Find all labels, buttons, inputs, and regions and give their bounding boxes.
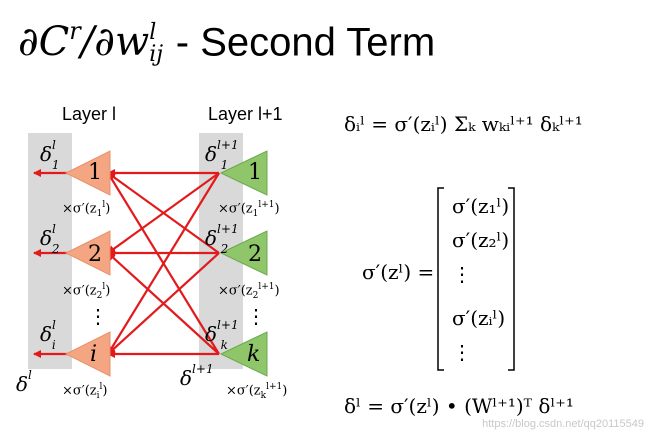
left-node-2 [64,230,111,276]
right-node-1-label: 1 [248,160,262,185]
left-vdots: ⋮ [88,304,108,328]
connection-edges [33,169,220,358]
edge-right2-to-left1 [107,172,220,254]
left-node-2-label: 2 [88,242,102,267]
right-delta-1: δl+11 [205,138,239,172]
right-multiplier-k: ×σ′(zkl+1) [226,382,288,401]
right-layer-vector: δl+1 [180,362,214,390]
vector-entry-dots-2: ⋮ [452,340,472,364]
right-multiplier-1: ×σ′(z1l+1) [218,200,280,219]
vector-entry-1: σ′(z₁ˡ) [452,194,510,218]
network-diagram [33,150,268,377]
vector-entry-2: σ′(z₂ˡ) [452,228,510,252]
edge-right3-to-left2 [107,252,220,355]
equation-delta-vector: δˡ = σ′(zˡ) • (Wˡ⁺¹)ᵀ δˡ⁺¹ [344,394,574,418]
left-multiplier-i: ×σ′(zil) [62,382,108,401]
watermark: https://blog.csdn.net/qq20115549 [482,418,644,430]
vector-entry-i: σ′(zᵢˡ) [452,306,506,330]
right-delta-k: δl+1k [205,318,239,352]
vector-brackets [437,187,515,371]
left-node-1 [64,150,111,196]
right-layer-nodes [219,150,268,377]
edge-right3-to-left1 [107,172,220,355]
right-node-k-label: k [247,342,261,367]
left-node-3 [64,331,111,377]
right-node-2-label: 2 [248,242,262,267]
left-layer-vector: δl [16,368,32,396]
vector-entry-dots-1: ⋮ [452,262,472,286]
right-vdots: ⋮ [246,304,266,328]
left-multiplier-1: ×σ′(z1l) [62,200,111,219]
right-node-3 [219,331,268,377]
left-node-1-label: 1 [88,160,102,185]
equation-delta-i: δᵢˡ = σ′(zᵢˡ) Σₖ wₖᵢˡ⁺¹ δₖˡ⁺¹ [344,112,583,136]
right-delta-2: δl+12 [205,222,239,256]
layer-left-label: Layer l [62,104,117,124]
left-delta-2: δl2 [40,222,60,256]
left-multiplier-2: ×σ′(z2l) [62,282,111,301]
left-layer-nodes [64,150,111,377]
equation-sigma-lhs: σ′(zˡ) = [362,260,435,284]
layer-right-label: Layer l+1 [208,104,283,124]
left-node-i-label: i [90,342,98,367]
title-text: - Second Term [175,20,436,65]
left-delta-1: δl1 [40,138,60,172]
right-node-1 [219,150,268,196]
left-delta-i: δli [40,318,56,352]
right-multiplier-2: ×σ′(z2l+1) [218,282,280,301]
right-node-2 [219,230,268,276]
